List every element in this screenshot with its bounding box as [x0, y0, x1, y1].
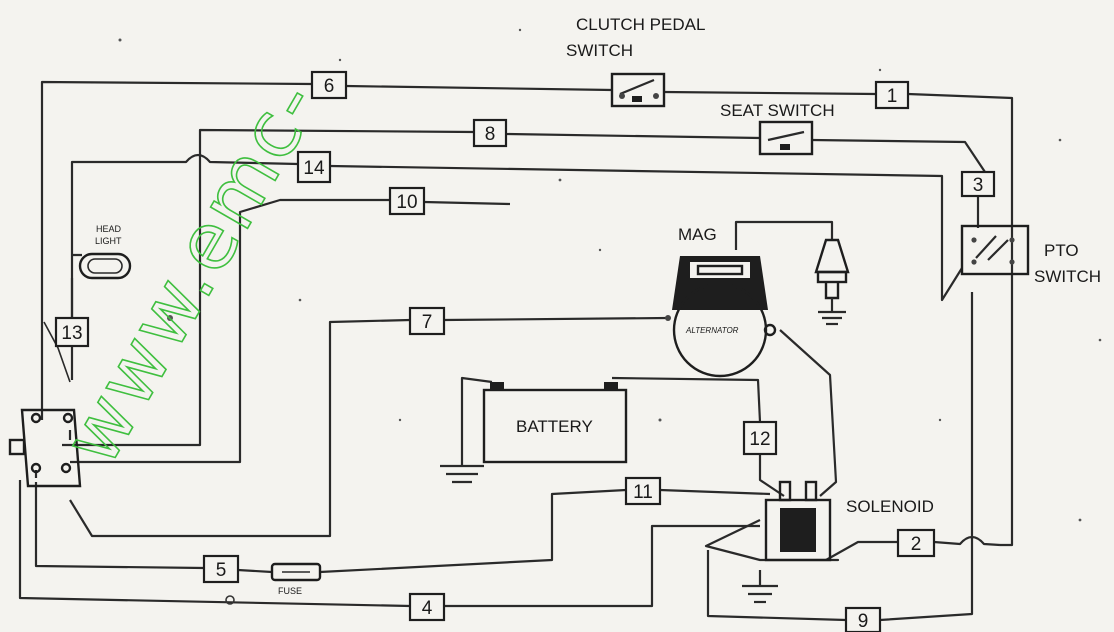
svg-text:6: 6: [324, 76, 335, 97]
svg-text:4: 4: [422, 598, 433, 619]
solenoid-label: SOLENOID: [846, 497, 934, 516]
headlight-label-top: HEAD: [96, 224, 122, 234]
alternator: ALTERNATOR: [665, 282, 777, 378]
wire-label-13: 13: [54, 316, 90, 348]
wire-alt-solenoid: [779, 329, 838, 497]
wire-label-8: 8: [472, 118, 508, 148]
wire-13-stub: [43, 321, 71, 383]
wire-labels: 1 2 3 4 5 6 7 8 9 10 11 12 13 14: [54, 70, 996, 632]
wire-label-12: 12: [742, 420, 778, 456]
wire-label-1: 1: [874, 80, 910, 110]
solenoid: SOLENOID: [764, 480, 934, 562]
svg-text:8: 8: [485, 124, 496, 145]
mag-label: MAG: [678, 225, 717, 244]
svg-text:7: 7: [422, 312, 433, 333]
wire-battery-ground: [460, 376, 493, 466]
wire-label-7: 7: [408, 306, 446, 336]
seat-switch: SEAT SWITCH: [720, 101, 835, 156]
wire-8: [62, 128, 986, 447]
clutch-pedal-switch: CLUTCH PEDAL SWITCH: [566, 15, 705, 108]
solenoid-ground-icon: [742, 584, 778, 604]
svg-text:12: 12: [749, 429, 770, 450]
svg-text:5: 5: [216, 560, 227, 581]
battery-ground-icon: [440, 464, 484, 484]
clutch-switch-label: SWITCH: [566, 41, 633, 60]
headlight-label-bottom: LIGHT: [95, 236, 122, 246]
pto-label: PTO: [1044, 241, 1079, 260]
wire-10: [70, 198, 511, 464]
wire-4: [18, 480, 760, 608]
fuse-label: FUSE: [278, 586, 302, 596]
wire-label-2: 2: [896, 528, 936, 558]
wire-label-6: 6: [310, 70, 348, 100]
scan-noise: [118, 28, 1102, 605]
wire-label-9: 9: [844, 606, 882, 632]
svg-text:13: 13: [61, 323, 82, 344]
pto-switch-label: SWITCH: [1034, 267, 1101, 286]
wire-2: [825, 535, 1001, 561]
wire-label-10: 10: [388, 186, 426, 216]
seat-switch-label: SEAT SWITCH: [720, 101, 835, 120]
wire-label-4: 4: [408, 592, 446, 622]
svg-text:14: 14: [303, 158, 325, 179]
battery-label: BATTERY: [516, 417, 593, 436]
wire-solenoid-ground: [704, 519, 840, 585]
svg-text:11: 11: [633, 482, 653, 503]
alternator-label: ALTERNATOR: [685, 326, 739, 335]
wire-label-14: 14: [296, 150, 332, 184]
battery: BATTERY: [482, 382, 628, 464]
headlight: HEAD LIGHT: [78, 224, 132, 280]
key-switch: [8, 408, 82, 488]
wire-headlight: [70, 253, 82, 380]
svg-text:10: 10: [396, 192, 417, 213]
wire-12: [611, 376, 785, 497]
svg-text:1: 1: [887, 86, 898, 107]
wire-mag-plug: [734, 220, 834, 250]
wire-14: [70, 153, 963, 318]
wire-label-5: 5: [202, 554, 240, 584]
spark-plug: [814, 238, 850, 326]
clutch-pedal-label: CLUTCH PEDAL: [576, 15, 705, 34]
fuse: FUSE: [270, 562, 322, 596]
wire-label-3: 3: [960, 170, 996, 198]
svg-text:2: 2: [911, 534, 922, 555]
svg-text:9: 9: [858, 611, 869, 632]
wire-5: [34, 482, 771, 574]
wire-label-11: 11: [624, 476, 662, 506]
pto-switch: PTO SWITCH: [960, 224, 1101, 286]
wire-9: [706, 292, 974, 622]
wire-6-1-loop: [40, 80, 1014, 547]
svg-text:3: 3: [973, 175, 984, 196]
wires: [18, 80, 1014, 622]
